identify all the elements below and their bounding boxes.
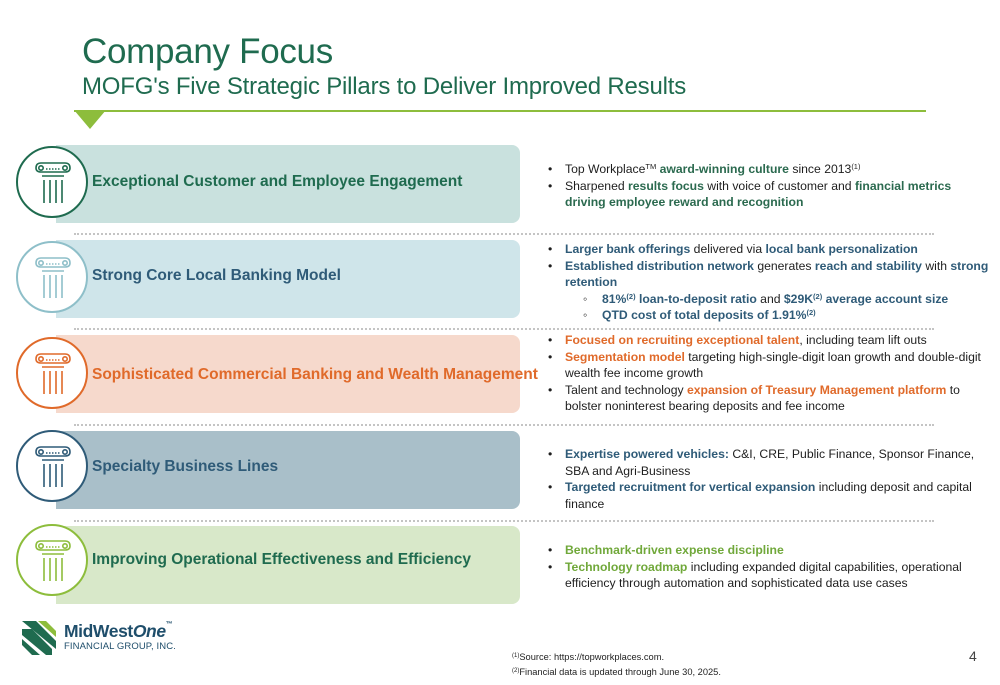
footnotes: (1)Source: https://topworkplaces.com. (2… xyxy=(512,650,721,679)
pillar-band-4 xyxy=(56,431,520,509)
pillar-column-icon xyxy=(35,446,71,487)
bullet-item: Talent and technology expansion of Treas… xyxy=(546,382,994,415)
sub-bullet-item: QTD cost of total deposits of 1.91%(2) xyxy=(546,307,994,324)
highlight-text: results focus xyxy=(628,178,704,193)
bullet-item: Segmentation model targeting high-single… xyxy=(546,349,994,382)
highlight-text: local bank personalization xyxy=(765,242,918,256)
title-rule xyxy=(74,110,926,112)
pillar-bullets-1: Top WorkplaceTM award-winning culture si… xyxy=(546,161,994,211)
highlight-text: financial metrics driving employee rewar… xyxy=(565,178,952,210)
highlight-text: Technology roadmap xyxy=(565,559,688,574)
highlight-text: average account size xyxy=(822,291,949,306)
pillar-label-4: Specialty Business Lines xyxy=(92,458,279,475)
pillar-band-5 xyxy=(56,526,520,604)
bullet-item: Technology roadmap including expanded di… xyxy=(546,559,994,592)
pillar-circle-3 xyxy=(16,337,88,409)
logo-tagline: FINANCIAL GROUP, INC. xyxy=(64,641,176,652)
bullet-item: Benchmark-driven expense discipline xyxy=(546,542,994,559)
highlight-text: reach and stability xyxy=(814,258,922,273)
bullet-text: including deposit and capital finance xyxy=(565,480,972,511)
bullet-text: and xyxy=(756,291,784,306)
sub-bullet-item: 81%(2) loan-to-deposit ratio and $29K(2)… xyxy=(546,291,994,308)
bullet-text: Talent and technology xyxy=(565,382,687,397)
highlight-text: QTD cost of total deposits of 1.91% xyxy=(602,308,807,322)
footnote-2: (2)Financial data is updated through Jun… xyxy=(512,666,721,677)
bullet-text: , including team lift outs xyxy=(799,333,927,347)
divider xyxy=(74,520,934,522)
pillar-bullets-3: Focused on recruiting exceptional talent… xyxy=(546,332,994,415)
footnote-1: (1)Source: https://topworkplaces.com. xyxy=(512,652,665,662)
company-logo: MidWestOne™ FINANCIAL GROUP, INC. xyxy=(22,617,192,657)
bullet-text: C&I, CRE, Public Finance, Sponsor Financ… xyxy=(565,447,975,478)
bullet-text: since 2013 xyxy=(788,162,852,176)
highlight-text: Expertise powered vehicles: xyxy=(565,447,729,461)
pillar-column-icon xyxy=(35,353,71,394)
pillar-column-icon xyxy=(35,540,71,581)
bullet-item: Established distribution network generat… xyxy=(546,258,994,291)
pillar-circle-4 xyxy=(16,430,88,502)
logo-wordmark: MidWestOne™ xyxy=(64,621,173,641)
divider xyxy=(74,233,934,235)
pillar-bullets-4: Expertise powered vehicles: C&I, CRE, Pu… xyxy=(546,446,994,512)
bullet-text: generates xyxy=(753,258,815,273)
highlight-text: award-winning culture xyxy=(659,162,789,176)
page-number: 4 xyxy=(969,648,977,664)
pillar-label-5: Improving Operational Effectiveness and … xyxy=(92,551,471,568)
bullet-item: Top WorkplaceTM award-winning culture si… xyxy=(546,161,994,178)
highlight-text: Segmentation model xyxy=(565,349,685,364)
highlight-text: Benchmark-driven expense discipline xyxy=(565,543,784,557)
bullet-text: with voice of customer and xyxy=(703,178,855,193)
bullet-item: Targeted recruitment for vertical expans… xyxy=(546,479,994,512)
pillar-band-1 xyxy=(56,145,520,223)
pillar-circle-1 xyxy=(16,146,88,218)
highlight-text: strong retention xyxy=(565,258,989,290)
pillar-label-1: Exceptional Customer and Employee Engage… xyxy=(92,173,463,190)
highlight-text: Larger bank offerings xyxy=(565,242,691,256)
bullet-text: with xyxy=(921,258,951,273)
bullet-text: delivered via xyxy=(690,242,766,256)
highlight-text: Targeted recruitment for vertical expans… xyxy=(565,480,816,494)
highlight-text: Established distribution network xyxy=(565,258,754,273)
superscript-mark: (1) xyxy=(851,162,861,171)
pillar-band-2 xyxy=(56,240,520,318)
bullet-item: Expertise powered vehicles: C&I, CRE, Pu… xyxy=(546,446,994,479)
pillar-column-icon xyxy=(35,162,71,203)
superscript-mark: (2) xyxy=(813,291,823,301)
pillar-bullets-2: Larger bank offerings delivered via loca… xyxy=(546,241,994,324)
highlight-text: $29K xyxy=(783,291,814,306)
highlight-text: loan-to-deposit ratio xyxy=(635,291,757,306)
superscript-mark: TM xyxy=(645,162,657,171)
pillar-circle-2 xyxy=(16,241,88,313)
bullet-item: Sharpened results focus with voice of cu… xyxy=(546,178,994,211)
divider xyxy=(74,328,934,330)
bullet-text: including expanded digital capabilities,… xyxy=(565,559,962,591)
bullet-text: Top Workplace xyxy=(565,162,646,176)
pillar-label-3: Sophisticated Commercial Banking and Wea… xyxy=(92,366,538,383)
pillar-circle-5 xyxy=(16,524,88,596)
title-rule-arrow xyxy=(74,110,106,129)
pillar-band-3 xyxy=(56,335,520,413)
page-title: Company Focus xyxy=(82,32,333,71)
page-subtitle: MOFG's Five Strategic Pillars to Deliver… xyxy=(82,73,687,100)
logo-mark-icon xyxy=(22,621,56,655)
pillar-bullets-5: Benchmark-driven expense disciplineTechn… xyxy=(546,542,994,592)
highlight-text: Focused on recruiting exceptional talent xyxy=(565,333,800,347)
highlight-text: expansion of Treasury Management platfor… xyxy=(686,382,947,397)
bullet-item: Focused on recruiting exceptional talent… xyxy=(546,332,994,349)
superscript-mark: (2) xyxy=(626,291,636,301)
bullet-text: Sharpened xyxy=(565,178,629,193)
highlight-text: 81% xyxy=(602,291,627,306)
bullet-text: targeting high-single-digit loan growth … xyxy=(565,349,981,381)
divider xyxy=(74,424,934,426)
bullet-text: to bolster noninterest bearing deposits … xyxy=(565,382,960,414)
superscript-mark: (2) xyxy=(806,308,816,317)
bullet-item: Larger bank offerings delivered via loca… xyxy=(546,241,994,258)
pillar-column-icon xyxy=(35,257,71,298)
pillar-label-2: Strong Core Local Banking Model xyxy=(92,267,341,284)
